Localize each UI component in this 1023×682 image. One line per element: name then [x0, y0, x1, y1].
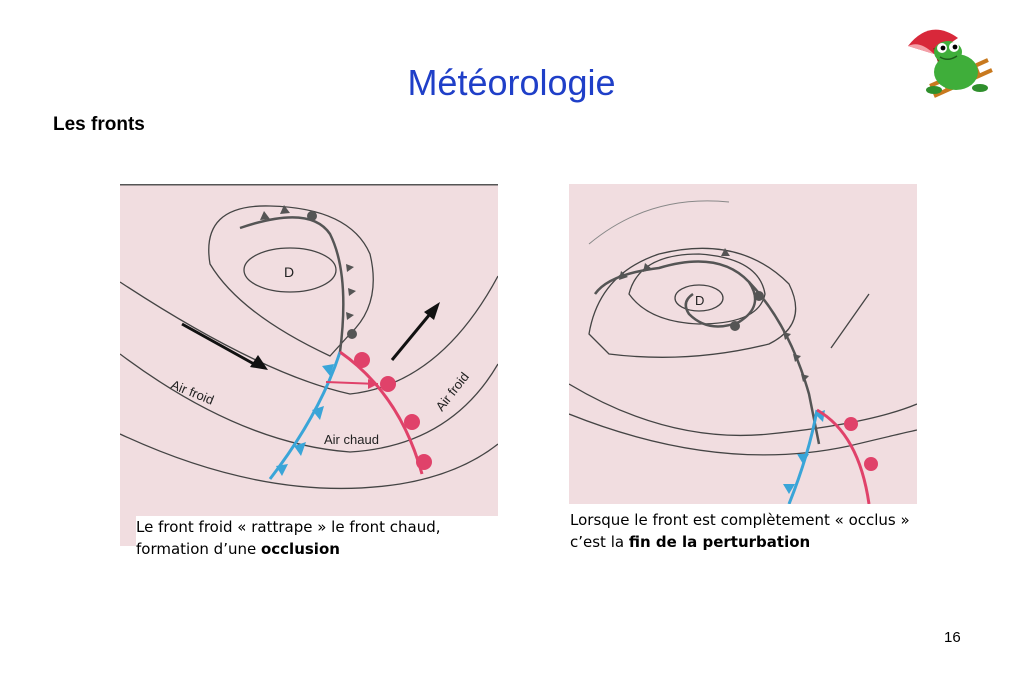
occlusion-map-left: D Air froid Air froid Air chaud	[120, 184, 498, 546]
page-number: 16	[944, 629, 961, 646]
isobar	[120, 353, 498, 453]
isobar	[569, 383, 917, 437]
isobar-closed	[208, 205, 374, 357]
low-pressure-label: D	[695, 293, 704, 308]
isobar-inner	[628, 253, 766, 325]
isobar	[120, 275, 498, 395]
isobar	[569, 413, 917, 456]
caption-left-bold: occlusion	[260, 540, 340, 558]
caption-left: Le front froid « rattrape » le front cha…	[136, 516, 498, 560]
wind-arrow	[250, 355, 268, 370]
cold-front-triangles	[783, 410, 825, 494]
map-background	[120, 184, 498, 546]
slide-subtitle: Les fronts	[53, 114, 145, 135]
warm-front	[816, 408, 871, 504]
caption-left-text: Le front froid « rattrape » le front cha…	[136, 518, 441, 558]
isobar-closed	[588, 247, 797, 358]
isobar-inner	[243, 247, 337, 293]
caption-right-text: Lorsque le front est complètement « occl…	[570, 511, 910, 551]
air-chaud-label: Air chaud	[324, 432, 379, 447]
map-background	[569, 184, 917, 504]
low-pressure-label: D	[284, 264, 294, 280]
caption-right-bold: fin de la perturbation	[628, 533, 811, 551]
wind-arrow	[424, 302, 440, 320]
frog-umbrella-ladder-icon	[908, 29, 993, 98]
warm-front	[339, 350, 424, 475]
occlusion-map-right: D	[569, 184, 917, 504]
occluded-front	[239, 216, 345, 353]
cold-front	[268, 351, 342, 480]
isobar	[120, 433, 498, 490]
caption-right: Lorsque le front est complètement « occl…	[570, 509, 930, 553]
slide-title: Météorologie	[407, 62, 616, 103]
